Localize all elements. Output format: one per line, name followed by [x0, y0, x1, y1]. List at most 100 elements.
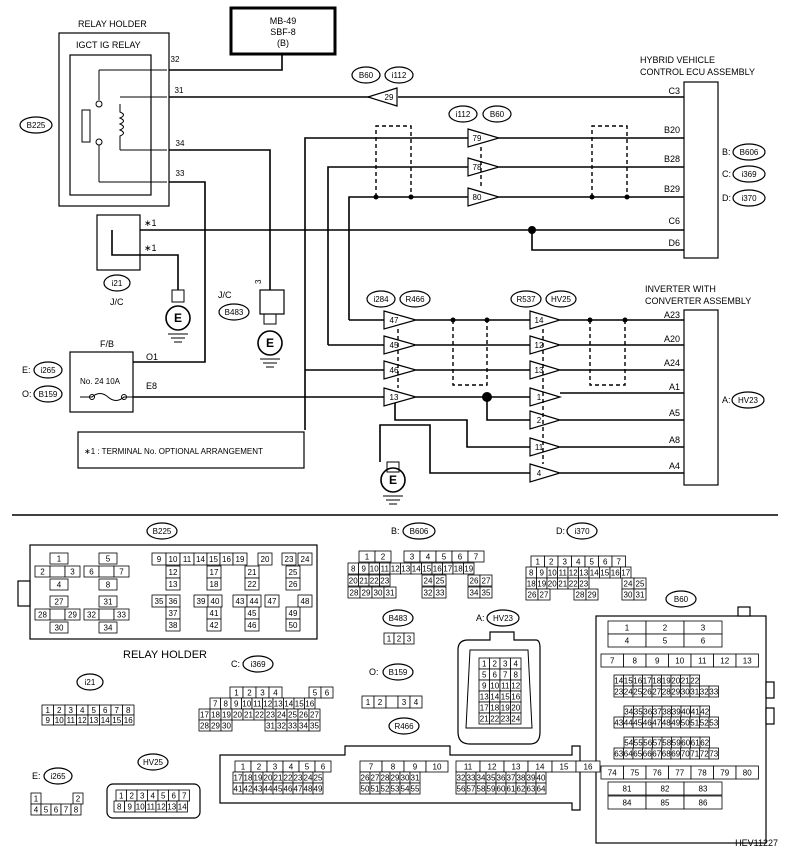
- b225-pin: 15: [209, 555, 218, 564]
- b606-pin: 3: [410, 553, 415, 562]
- b606-pin: 5: [442, 553, 447, 562]
- big-pin: 59: [487, 785, 496, 794]
- bottom-tag-b159: B159: [389, 668, 408, 677]
- b60-cell: [708, 685, 719, 698]
- i369-pin: 27: [310, 711, 319, 720]
- b225-cell: [285, 577, 301, 591]
- i370-pin: 27: [540, 591, 549, 600]
- ecu-tag-i370: i370: [741, 194, 757, 203]
- b60-pin: 52: [700, 719, 709, 728]
- hv25-cell: [176, 800, 188, 813]
- big-pin: 7: [369, 763, 374, 772]
- i265-pin: 6: [54, 806, 59, 815]
- tag-r537: R537: [516, 295, 536, 304]
- i369-pin: 33: [288, 722, 297, 731]
- i370-pin: 25: [636, 580, 645, 589]
- bottom-tag-i370: i370: [574, 527, 590, 536]
- i21-pin: 13: [89, 716, 98, 725]
- i370-pin: 10: [548, 569, 557, 578]
- tag-b483: B483: [225, 308, 244, 317]
- big-pin: 24: [304, 774, 313, 783]
- b225-pin: 7: [119, 568, 124, 577]
- b606-cell: [479, 574, 493, 587]
- b225-pin: 4: [57, 581, 62, 590]
- b60-pin: 76: [653, 769, 662, 778]
- i370-pin: 11: [559, 569, 568, 578]
- b225-cell: [64, 565, 81, 578]
- b606-pin: 11: [381, 565, 390, 574]
- b225-pin: 29: [68, 611, 77, 620]
- b60-pin: 54: [624, 739, 633, 748]
- relay-holder-title: RELAY HOLDER: [78, 19, 147, 29]
- b225-pin: 18: [210, 580, 219, 589]
- hv23-pin: 7: [503, 671, 508, 680]
- ecu-term-d6: D6: [668, 238, 680, 248]
- b60-pin: 47: [652, 719, 661, 728]
- b606-pin: 6: [458, 553, 463, 562]
- big-pin: 55: [411, 785, 420, 794]
- b60-pin: 29: [671, 688, 680, 697]
- pin-4: 4: [537, 469, 542, 478]
- i369-pin: 26: [299, 711, 308, 720]
- b225-pin: 12: [169, 568, 178, 577]
- b606-pin: 2: [381, 553, 386, 562]
- big-pin: 64: [537, 785, 546, 794]
- i369-pin: 13: [274, 700, 283, 709]
- b606-pin: 10: [370, 565, 379, 574]
- b606-cell: [379, 574, 391, 587]
- big-pin: 38: [517, 774, 526, 783]
- b606-pin: 15: [422, 565, 431, 574]
- b225-cell: [281, 552, 297, 566]
- i21-pin: 5: [92, 706, 97, 715]
- b159-cell: [409, 695, 423, 709]
- relay-pin-31: 31: [175, 86, 184, 95]
- b60-pin: 22: [690, 677, 699, 686]
- b606-pin: 1: [365, 553, 370, 562]
- b606-pin: 31: [386, 589, 395, 598]
- bottom-prefix-i369: C:: [231, 659, 240, 669]
- inverter-title-2: CONVERTER ASSEMBLY: [645, 296, 751, 306]
- big-pin: 16: [584, 763, 593, 772]
- b606-cell: [433, 574, 447, 587]
- hv25-pin: 2: [130, 792, 135, 801]
- b159-pin: 3: [402, 698, 407, 707]
- big-pin: 37: [507, 774, 516, 783]
- b225-cell: [98, 621, 118, 634]
- b60-cell: [683, 781, 723, 796]
- jc-label-2: J/C: [218, 290, 232, 300]
- i370-pin: 23: [579, 580, 588, 589]
- inv-term-a20: A20: [664, 334, 680, 344]
- i21-pin: 15: [112, 716, 121, 725]
- hv23-pin: 3: [503, 660, 508, 669]
- i370-pin: 3: [563, 558, 568, 567]
- hv23-pin: 21: [480, 715, 489, 724]
- hv25-pin: 3: [140, 792, 145, 801]
- fb-prefix-o: O:: [22, 389, 32, 399]
- b159-pin: 1: [366, 698, 371, 707]
- big-cell: [312, 782, 324, 795]
- big-pin: 53: [391, 785, 400, 794]
- tag-i21: i21: [112, 279, 123, 288]
- b225-cell: [165, 577, 181, 591]
- i370-pin: 13: [579, 569, 588, 578]
- b606-pin: 13: [401, 565, 410, 574]
- b60-pin: 75: [630, 769, 639, 778]
- fuse-box-line3: (B): [277, 38, 289, 48]
- big-pin: 29: [391, 774, 400, 783]
- hv25-pin: 14: [178, 803, 187, 812]
- i369-pin: 32: [277, 722, 286, 731]
- b606-pin: 14: [412, 565, 421, 574]
- big-pin: 12: [488, 763, 497, 772]
- pin-47: 47: [390, 316, 399, 325]
- b225-pin: 17: [210, 568, 219, 577]
- i369-pin: 25: [288, 711, 297, 720]
- big-pin: 13: [512, 763, 521, 772]
- pin-45: 45: [390, 341, 399, 350]
- pin-79: 79: [473, 134, 482, 143]
- b60-pin: 51: [690, 719, 699, 728]
- big-pin: 3: [273, 763, 278, 772]
- i265-pin: 7: [64, 806, 69, 815]
- big-pin: 18: [244, 774, 253, 783]
- b60-pin: 6: [701, 637, 706, 646]
